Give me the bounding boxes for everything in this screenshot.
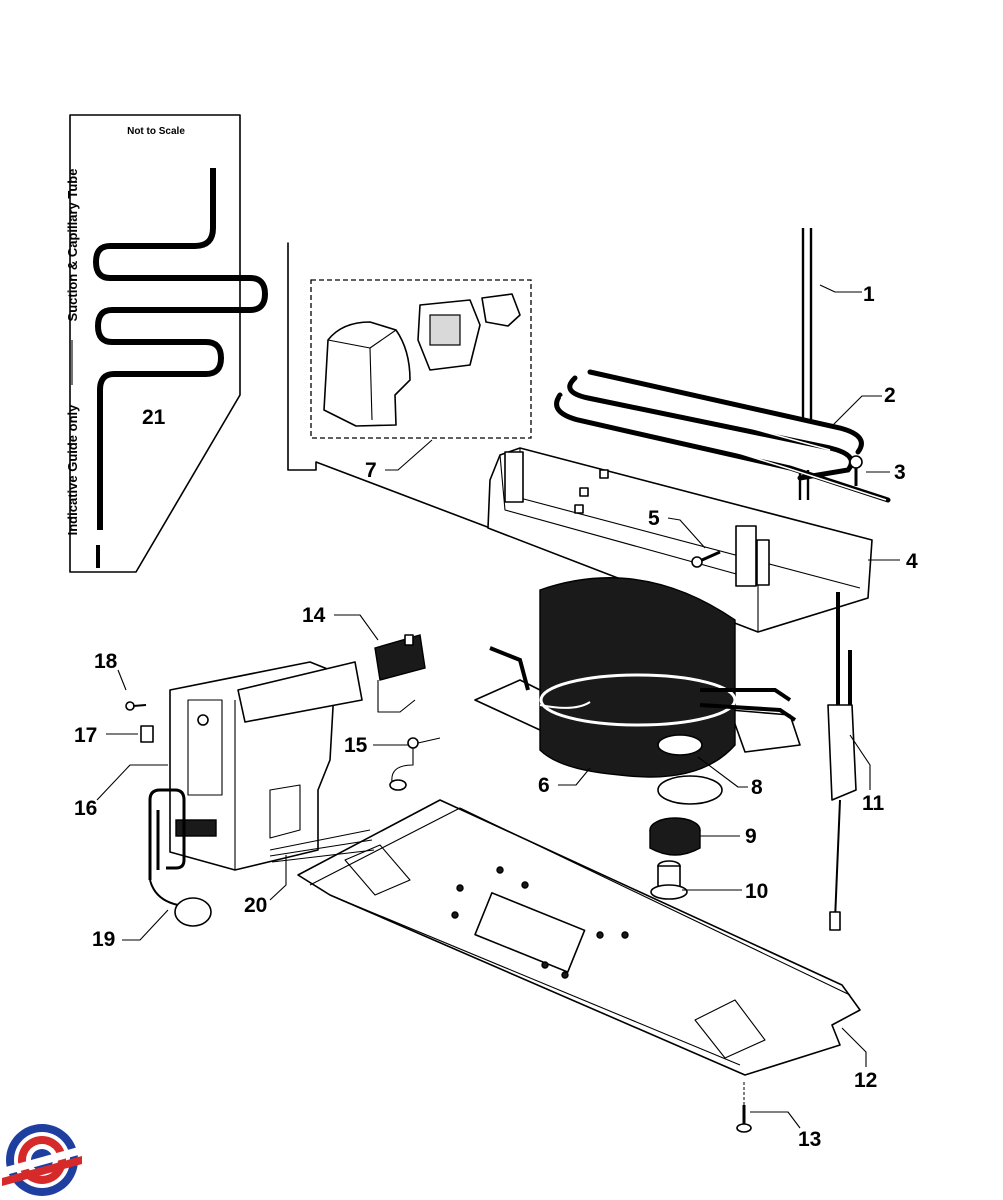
callout-7: 7 <box>365 459 377 482</box>
part-10-bush <box>650 860 688 900</box>
screw-part-5 <box>691 550 721 568</box>
indicative-guide: Indicative Guide only <box>65 404 80 536</box>
part-17-label <box>140 725 154 743</box>
screw-part-13 <box>736 1082 752 1133</box>
part-16-control-box <box>169 661 363 871</box>
callout-17: 17 <box>74 724 97 747</box>
callout-5: 5 <box>648 507 660 530</box>
callout-10: 10 <box>745 880 768 903</box>
callout-19: 19 <box>92 928 115 951</box>
callout-14: 14 <box>302 604 326 627</box>
part-15-earth-lead <box>389 737 441 791</box>
scale-note: Not to Scale <box>127 126 185 137</box>
part-6-compressor <box>474 577 801 805</box>
tube-guide-panel: Not to Scale Suction & Capillary Tube In… <box>65 114 268 573</box>
brand-logo-icon <box>2 1124 82 1196</box>
part-9-grommet <box>649 817 701 856</box>
part-20-wires <box>269 829 375 863</box>
leader-lines <box>96 284 900 1129</box>
callout-9: 9 <box>745 825 757 848</box>
capillary-tube-shape <box>93 168 268 530</box>
part-12-base-plate <box>297 799 861 1076</box>
callout-6: 6 <box>538 774 550 797</box>
callout-16: 16 <box>74 797 97 820</box>
callout-11: 11 <box>862 792 885 815</box>
part-1-tubes <box>798 228 813 500</box>
part-4-drip-tray <box>487 447 873 633</box>
callout-2: 2 <box>884 384 896 407</box>
callout-15: 15 <box>344 734 368 757</box>
callout-numbers: 1 2 3 4 5 6 7 8 9 10 11 12 13 14 15 16 1… <box>74 283 918 1151</box>
part-19-heater-wire <box>148 788 212 927</box>
part-11-probe <box>827 592 857 931</box>
callout-12: 12 <box>854 1069 877 1092</box>
callout-3: 3 <box>894 461 906 484</box>
tube-title: Suction & Capillary Tube <box>65 169 80 322</box>
screw-part-3 <box>849 455 863 486</box>
callout-18: 18 <box>94 650 118 673</box>
part-18-screw <box>125 701 147 711</box>
callout-4: 4 <box>906 550 918 573</box>
part-14-relay <box>374 634 426 713</box>
callout-8: 8 <box>751 776 763 799</box>
callout-21: 21 <box>142 406 166 429</box>
callout-13: 13 <box>798 1128 821 1151</box>
callout-20: 20 <box>244 894 267 917</box>
relay-cover-group <box>310 279 532 439</box>
callout-1: 1 <box>863 283 875 306</box>
